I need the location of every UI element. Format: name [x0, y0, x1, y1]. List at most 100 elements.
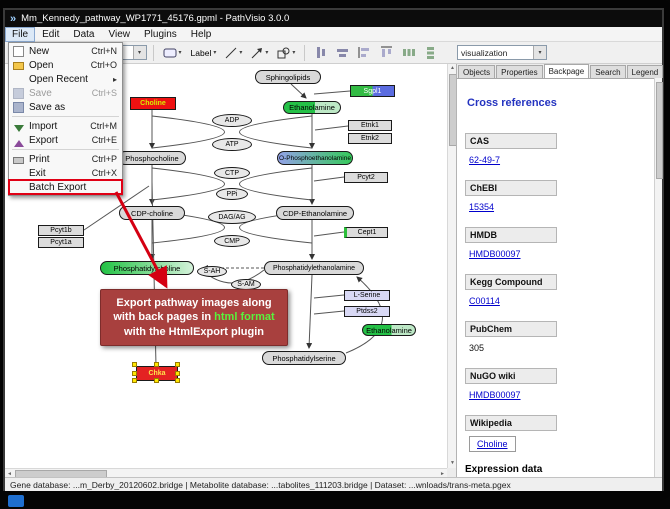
node-l-serine[interactable]: L-Serine [344, 290, 390, 301]
window-title: Mm_Kennedy_pathway_WP1771_45176.gpml - P… [21, 13, 290, 24]
node-sgpl1[interactable]: Sgpl1 [350, 85, 395, 97]
menu-plugins[interactable]: Plugins [143, 28, 177, 40]
menu-item-open-recent[interactable]: Open Recent ▸ [9, 72, 122, 86]
scroll-up-icon[interactable]: ▲ [450, 65, 455, 71]
menu-item-save[interactable]: Save Ctrl+S [9, 86, 122, 100]
node-phosphocholine[interactable]: Phosphocholine [118, 151, 186, 165]
xref-link[interactable]: HMDB00097 [469, 390, 521, 400]
submenu-arrow-icon: ▸ [112, 74, 117, 84]
visualization-select[interactable]: visualization ▾ [457, 45, 547, 60]
xref-link[interactable]: 15354 [469, 202, 495, 212]
node-choline[interactable]: Choline [130, 97, 176, 110]
xref-header: Wikipedia [465, 415, 557, 431]
node-etnk1[interactable]: Etnk1 [348, 120, 392, 131]
xref-link[interactable]: C00114 [469, 296, 500, 306]
menu-item-batch-export[interactable]: Batch Export [8, 179, 123, 195]
selection-handle[interactable] [154, 378, 159, 383]
node-phosphatidylethanolamine[interactable]: Phosphatidylethanolamine [264, 261, 364, 275]
arrow-template-button[interactable]: ▾ [248, 44, 271, 62]
menu-edit[interactable]: Edit [42, 28, 60, 40]
selection-handle[interactable] [132, 371, 137, 376]
cross-references-heading: Cross references [467, 97, 557, 109]
distribute-vertical-button[interactable] [421, 44, 440, 62]
align-left-button[interactable] [355, 44, 374, 62]
node-ptdss2[interactable]: Ptdss2 [344, 306, 390, 317]
align-left-icon [358, 47, 370, 58]
node-o-phosphoethanolamine[interactable]: O-Phosphoethanolamine [277, 151, 353, 165]
scroll-right-icon[interactable]: ► [440, 471, 445, 477]
scroll-down-icon[interactable]: ▼ [450, 460, 455, 466]
app-icon: » [10, 12, 17, 25]
node-sphingolipids[interactable]: Sphingolipids [255, 70, 321, 84]
node-cdp-choline[interactable]: CDP-choline [119, 206, 185, 220]
line-icon [226, 47, 237, 58]
selection-handle[interactable] [175, 371, 180, 376]
selection-handle[interactable] [132, 378, 137, 383]
datanode-icon [163, 48, 177, 57]
menu-item-print[interactable]: Print Ctrl+P [9, 152, 122, 166]
taskbar-icon[interactable] [8, 495, 24, 507]
distribute-horizontal-button[interactable] [399, 44, 418, 62]
align-top-button[interactable] [377, 44, 396, 62]
node-ethanolamine-2[interactable]: Ethanolamine [362, 324, 416, 336]
chevron-down-icon: ▾ [533, 46, 546, 59]
scroll-left-icon[interactable]: ◄ [7, 471, 12, 477]
xref-header: CAS [465, 133, 557, 149]
node-ppi[interactable]: PPi [216, 188, 248, 200]
align-center-x-button[interactable] [311, 44, 330, 62]
node-cmp[interactable]: CMP [214, 235, 250, 247]
scrollbar-thumb[interactable] [656, 82, 663, 179]
menu-file[interactable]: File [5, 26, 36, 42]
xref-link[interactable]: 62-49-7 [469, 155, 501, 165]
node-cdp-ethanolamine[interactable]: CDP-Ethanolamine [276, 206, 354, 220]
tab-legend[interactable]: Legend [626, 65, 664, 78]
tab-backpage[interactable]: Backpage [543, 64, 590, 78]
menu-item-save-as[interactable]: Save as [9, 100, 122, 114]
selection-handle[interactable] [132, 362, 137, 367]
align-center-y-button[interactable] [333, 44, 352, 62]
label-template-button[interactable]: Label ▾ [188, 44, 220, 62]
export-icon [13, 135, 24, 147]
selection-handle[interactable] [175, 362, 180, 367]
tab-objects[interactable]: Objects [458, 65, 496, 78]
node-s-ah[interactable]: S-AH [197, 266, 227, 277]
save-icon [13, 87, 24, 99]
status-bar: Gene database: ...m_Derby_20120602.bridg… [5, 477, 662, 491]
tab-search[interactable]: Search [590, 65, 626, 78]
node-ctp[interactable]: CTP [214, 167, 250, 179]
xref-link[interactable]: HMDB00097 [469, 249, 521, 259]
side-panel-tabs: Objects Properties Backpage Search Legen… [457, 64, 664, 79]
datanode-template-button[interactable]: ▾ [160, 44, 185, 62]
tab-properties[interactable]: Properties [496, 65, 543, 78]
xref-header: PubChem [465, 321, 557, 337]
selection-handle[interactable] [154, 362, 159, 367]
menu-item-new[interactable]: New Ctrl+N [9, 44, 122, 58]
menu-help[interactable]: Help [190, 28, 212, 40]
node-atp[interactable]: ATP [212, 138, 252, 151]
node-pcyt1a[interactable]: Pcyt1a [38, 237, 84, 248]
line-template-button[interactable]: ▾ [222, 44, 245, 62]
panel-scrollbar[interactable] [654, 78, 663, 477]
node-dag-ag[interactable]: DAG/AG [208, 210, 256, 224]
menu-view[interactable]: View [108, 28, 130, 40]
pathway-canvas[interactable]: Sphingolipids Sgpl1 Choline Ethanolamine… [5, 64, 447, 468]
shape-template-button[interactable]: ▾ [274, 44, 298, 62]
node-ethanolamine[interactable]: Ethanolamine [283, 101, 341, 114]
canvas-vertical-scrollbar[interactable]: ▲ ▼ [447, 64, 457, 468]
xref-link[interactable]: Choline [469, 436, 516, 452]
node-phosphatidylserine[interactable]: Phosphatidylserine [262, 351, 346, 365]
menu-item-import[interactable]: Import Ctrl+M [9, 119, 122, 133]
node-pcyt2[interactable]: Pcyt2 [344, 172, 388, 183]
selection-handle[interactable] [175, 378, 180, 383]
new-document-icon [13, 45, 24, 57]
menu-item-open[interactable]: Open Ctrl+O [9, 58, 122, 72]
canvas-horizontal-scrollbar[interactable]: ◄ ► [5, 468, 447, 478]
menu-item-exit[interactable]: Exit Ctrl+X [9, 166, 122, 180]
menu-item-export[interactable]: Export Ctrl+E [9, 133, 122, 147]
menu-data[interactable]: Data [73, 28, 95, 40]
node-cept1[interactable]: Cept1 [344, 227, 388, 238]
node-etnk2[interactable]: Etnk2 [348, 133, 392, 144]
node-pcyt1b[interactable]: Pcyt1b [38, 225, 84, 236]
node-adp[interactable]: ADP [212, 114, 252, 127]
node-phosphatidylcholine[interactable]: Phosphatidylcholine [100, 261, 194, 275]
